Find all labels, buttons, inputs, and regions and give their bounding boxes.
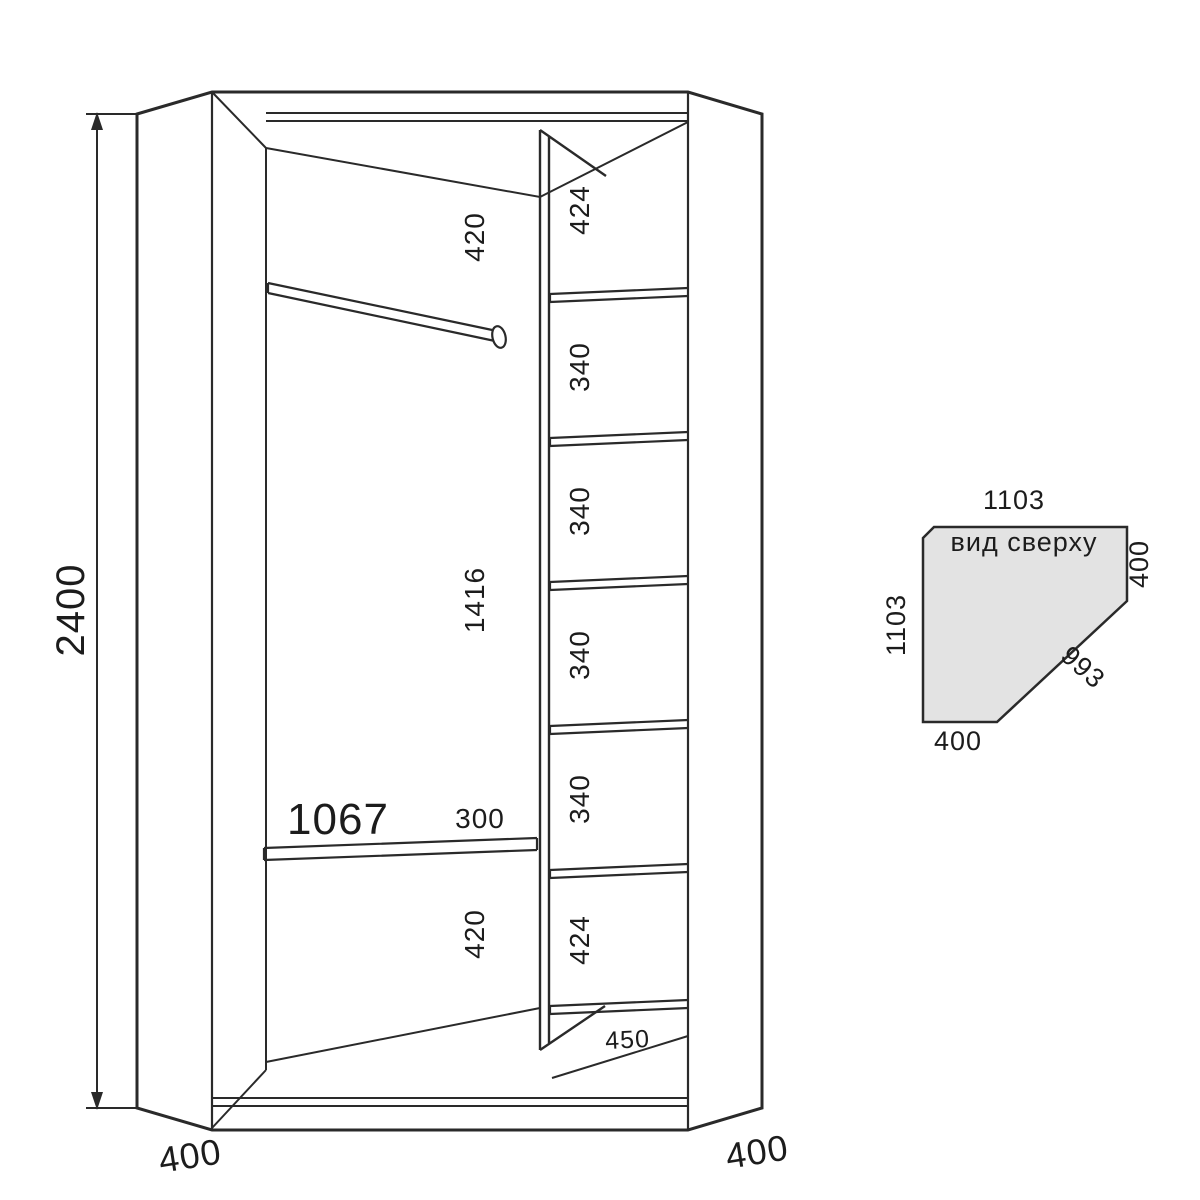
top-view: вид сверху 1103 400 1103 993 400	[881, 485, 1154, 756]
dim-left-depth: 400	[156, 1130, 225, 1180]
dim-column-section-4: 340	[564, 630, 595, 680]
dim-topview-bottom: 400	[934, 726, 982, 756]
dim-topview-left: 1103	[881, 594, 911, 656]
dim-column-bottom: 450	[605, 1025, 651, 1055]
shelf-board	[548, 286, 689, 304]
shelf-board	[548, 718, 689, 736]
dim-overall-height: 2400	[49, 564, 93, 657]
dim-column-section-2: 340	[564, 342, 595, 392]
arrow-up-icon	[91, 112, 103, 130]
dimension-line	[86, 113, 137, 1109]
column-bottom-board	[548, 998, 689, 1016]
arrow-down-icon	[91, 1092, 103, 1110]
dim-column-section-5: 340	[564, 774, 595, 824]
shelf-board	[548, 574, 689, 592]
rod-end-cap	[491, 325, 507, 349]
dim-column-section-3: 340	[564, 486, 595, 536]
top-view-title: вид сверху	[951, 527, 1098, 557]
ceiling-back-edges	[265, 121, 689, 199]
dim-shelf-depth: 300	[455, 803, 505, 834]
floor-back-edge-left	[265, 1007, 541, 1063]
cabinet-outline	[135, 90, 764, 1132]
front-view: 2400 400 400 420 1416 1067 300 420 424 3…	[49, 90, 792, 1181]
shelf-column	[548, 286, 689, 1016]
dim-right-depth: 400	[723, 1126, 792, 1176]
dim-hanging-section: 1416	[459, 567, 490, 633]
height-dimension: 2400	[49, 112, 137, 1110]
dim-column-section-6: 424	[564, 915, 595, 965]
top-view-shape	[921, 525, 1129, 724]
hanging-rod	[266, 281, 507, 349]
floor-back-edge-right	[551, 1035, 689, 1079]
top-panel-strip	[266, 112, 688, 122]
dim-lower-section: 420	[459, 909, 490, 959]
dim-topview-right: 400	[1124, 540, 1154, 588]
dim-topview-top: 1103	[983, 485, 1045, 515]
shelf-board	[548, 862, 689, 880]
left-wall-inner-face	[211, 91, 267, 1129]
dim-column-section-1: 424	[564, 185, 595, 235]
shelf-board	[548, 430, 689, 448]
dim-shelf-length: 1067	[287, 795, 389, 844]
base-strip	[212, 1097, 688, 1107]
dim-upper-section: 420	[459, 212, 490, 262]
left-shelf-board	[262, 836, 539, 862]
